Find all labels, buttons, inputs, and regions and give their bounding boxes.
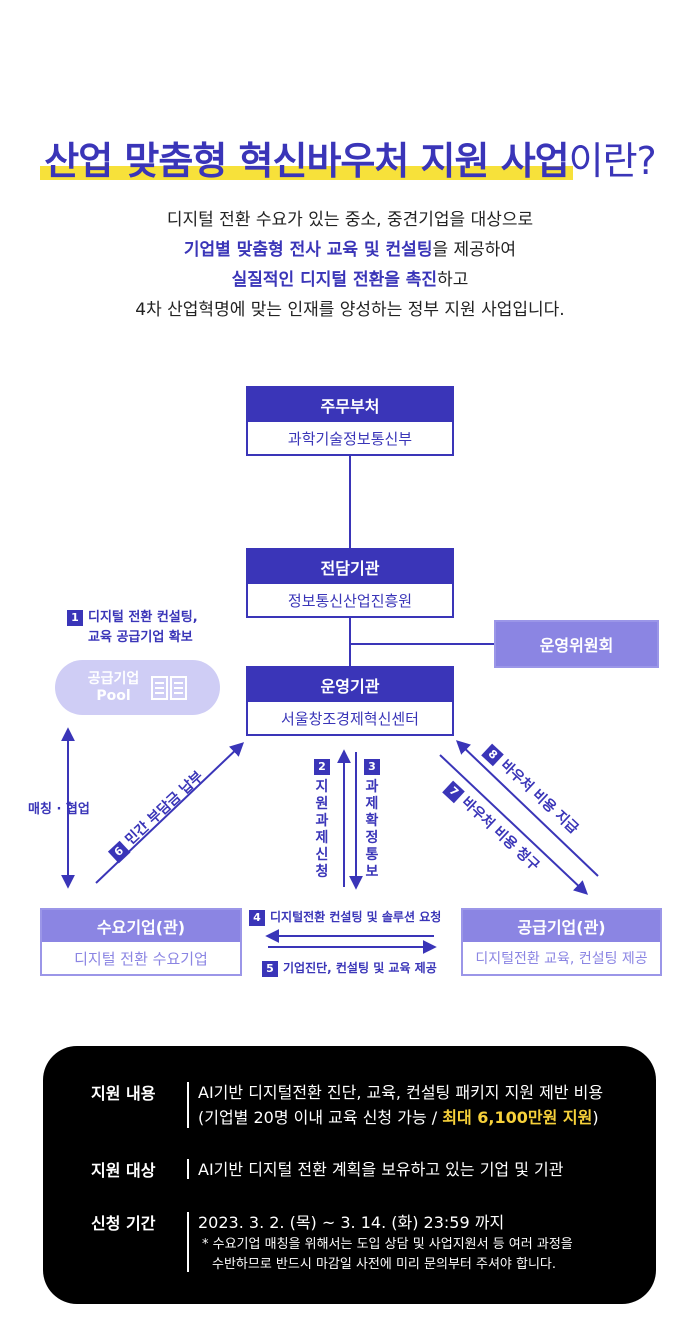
matching-label: 매칭 · 협업 bbox=[28, 802, 90, 817]
operator-box: 운영기관 서울창조경제혁신센터 bbox=[246, 666, 454, 736]
page-title: 산업 맞춤형 혁신바우처 지원 사업이란? bbox=[0, 130, 700, 185]
title-highlight: 산업 맞춤형 혁신바우처 지원 사업 bbox=[44, 139, 569, 183]
supply-box: 공급기업(관) 디지털전환 교육, 컨설팅 제공 bbox=[461, 908, 662, 976]
support-content-line-2: (기업별 20명 이내 교육 신청 가능 / 최대 6,100만원 지원) bbox=[198, 1108, 599, 1127]
period-note-2: 수반하므로 반드시 마감일 사전에 미리 문의부터 주셔야 합니다. bbox=[212, 1257, 557, 1272]
step-1-badge: 1 bbox=[67, 610, 83, 626]
support-content-line-1: AI기반 디지털전환 진단, 교육, 컨설팅 패키지 지원 제반 비용 bbox=[198, 1083, 604, 1102]
step-3-label: 3 과제확정통보 bbox=[364, 758, 380, 880]
connector-committee bbox=[350, 643, 495, 645]
period-note-1: * 수요기업 매칭을 위해서는 도입 상담 및 사업지원서 등 여러 과정을 bbox=[202, 1237, 573, 1252]
agency-body: 정보통신산업진흥원 bbox=[287, 591, 413, 610]
supply-body: 디지털전환 교육, 컨설팅 제공 bbox=[475, 951, 648, 967]
committee-head: 운영위원회 bbox=[496, 622, 657, 666]
connector-ministry-agency bbox=[349, 455, 351, 548]
ministry-box: 주무부처 과학기술정보통신부 bbox=[246, 386, 454, 456]
intro-line-3: 실질적인 디지털 전환을 촉진하고 bbox=[231, 270, 469, 290]
agency-box: 전담기관 정보통신산업진흥원 bbox=[246, 548, 454, 618]
operator-head: 운영기관 bbox=[248, 668, 452, 702]
intro-line-2: 기업별 맞춤형 전사 교육 및 컨설팅을 제공하여 bbox=[183, 240, 517, 260]
agency-head: 전담기관 bbox=[248, 550, 452, 584]
title-suffix: 이란? bbox=[568, 139, 657, 183]
period-label: 신청 기간 bbox=[91, 1214, 156, 1233]
intro-line-4: 4차 산업혁명에 맞는 인재를 양성하는 정부 지원 사업입니다. bbox=[135, 300, 565, 320]
demand-body: 디지털 전환 수요기업 bbox=[74, 949, 208, 968]
ministry-body: 과학기술정보통신부 bbox=[287, 429, 413, 448]
demand-box: 수요기업(관) 디지털 전환 수요기업 bbox=[40, 908, 242, 976]
connector-agency-operator bbox=[349, 618, 351, 666]
intro-text: 디지털 전환 수요가 있는 중소, 중견기업을 대상으로 기업별 맞춤형 전사 … bbox=[0, 205, 700, 325]
operator-body: 서울창조경제혁신센터 bbox=[280, 709, 419, 728]
committee-box: 운영위원회 bbox=[494, 620, 659, 668]
ministry-head: 주무부처 bbox=[248, 388, 452, 422]
step-6-label: 6민간 부담금 납부 bbox=[105, 766, 207, 863]
target-value: AI기반 디지털 전환 계획을 보유하고 있는 기업 및 기관 bbox=[198, 1160, 564, 1179]
period-value: 2023. 3. 2. (목) ~ 3. 14. (화) 23:59 까지 bbox=[198, 1213, 505, 1232]
document-icon bbox=[151, 675, 188, 700]
demand-head: 수요기업(관) bbox=[42, 910, 240, 942]
supplier-pool: 공급기업 Pool bbox=[55, 660, 220, 715]
info-panel: 지원 내용 AI기반 디지털전환 진단, 교육, 컨설팅 패키지 지원 제반 비… bbox=[43, 1046, 656, 1304]
supply-head: 공급기업(관) bbox=[463, 910, 660, 942]
support-content-label: 지원 내용 bbox=[91, 1084, 156, 1103]
intro-line-1: 디지털 전환 수요가 있는 중소, 중견기업을 대상으로 bbox=[166, 210, 534, 230]
target-label: 지원 대상 bbox=[91, 1161, 156, 1180]
step-2-label: 2 지원과제신청 bbox=[314, 758, 330, 880]
